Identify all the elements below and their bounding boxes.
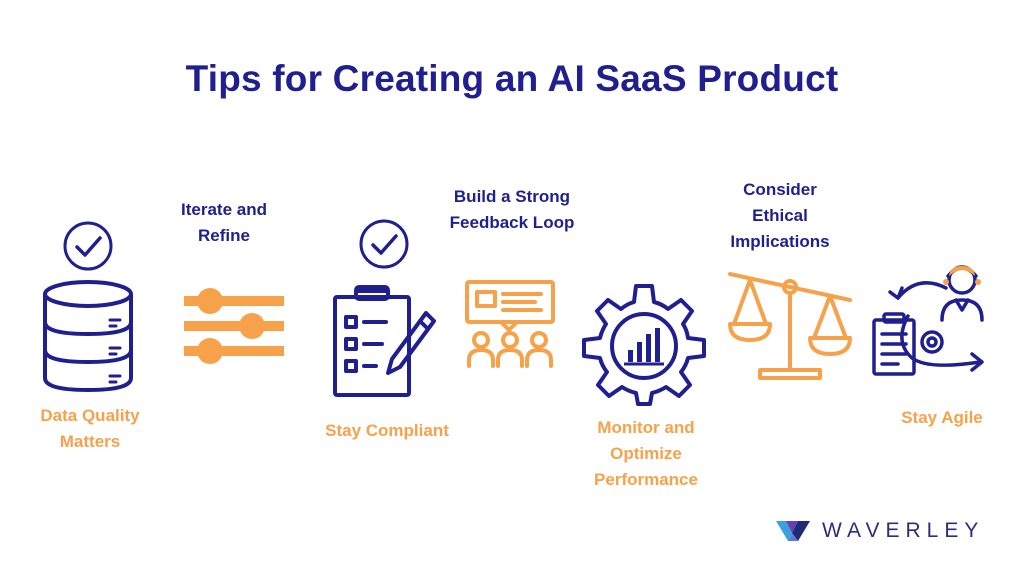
waverley-logo-icon bbox=[776, 521, 810, 541]
tip-label-compliant: Stay Compliant bbox=[325, 421, 449, 440]
page-title: Tips for Creating an AI SaaS Product bbox=[185, 58, 839, 99]
tip-label-data-quality: Data Quality Matters bbox=[40, 406, 140, 451]
clipboard-checklist-icon bbox=[333, 285, 436, 397]
agile-process-icon bbox=[872, 265, 984, 376]
gear-chart-icon bbox=[582, 284, 706, 406]
presentation-audience-icon bbox=[465, 280, 555, 368]
tip-label-agile: Stay Agile bbox=[901, 408, 983, 427]
database-icon bbox=[43, 280, 133, 392]
sliders-icon bbox=[184, 288, 284, 364]
tip-label-iterate: Iterate and Refine bbox=[181, 200, 267, 245]
brand-logo: WAVERLEY bbox=[776, 517, 984, 545]
tip-label-monitor: Monitor and Optimize Performance bbox=[594, 418, 698, 489]
brand-name: WAVERLEY bbox=[822, 519, 985, 542]
balance-scale-icon bbox=[728, 272, 852, 380]
tip-label-feedback: Build a Strong Feedback Loop bbox=[449, 187, 575, 232]
check-circle-icon bbox=[359, 219, 409, 269]
tip-label-ethical: Consider Ethical Implications bbox=[730, 180, 830, 251]
check-circle-icon bbox=[63, 221, 113, 271]
